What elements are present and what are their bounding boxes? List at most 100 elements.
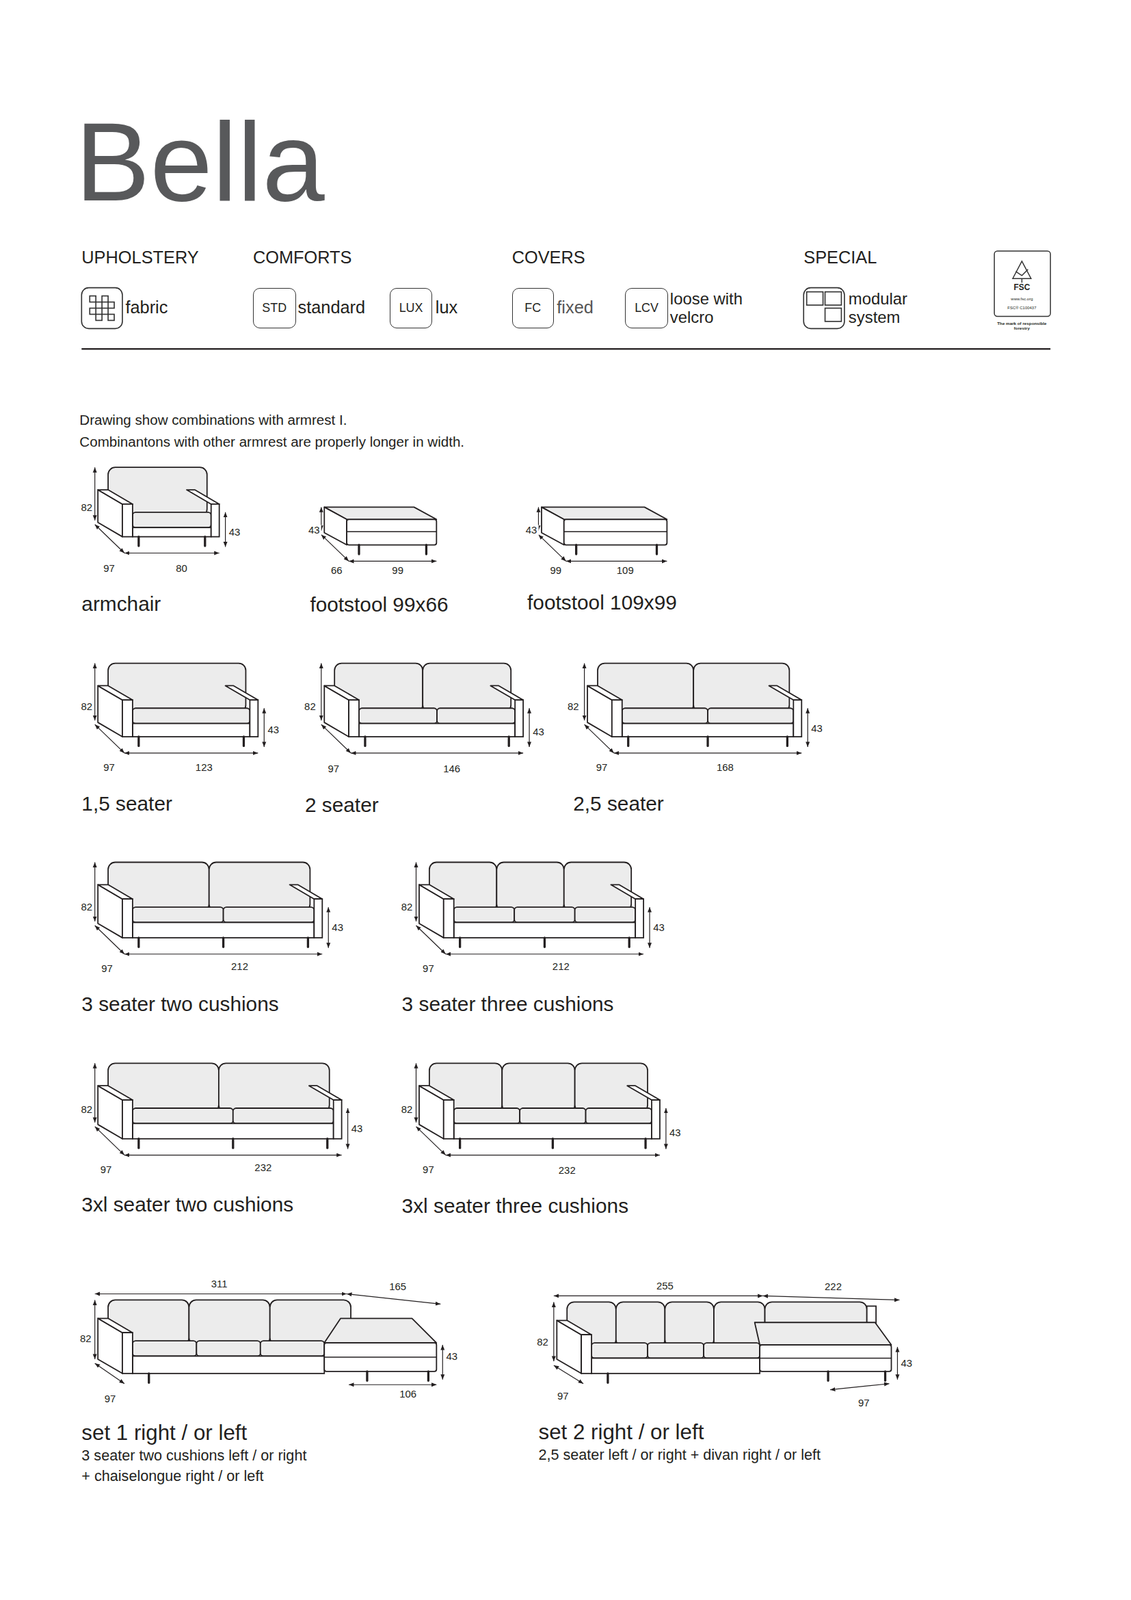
dimension-value: 311 [209,1278,230,1290]
armrest-front [122,699,133,737]
dimension-value: 43 [330,922,345,935]
label-text: COVERS [512,248,586,269]
dimension-value: 43 [809,723,824,736]
dimension-line [415,1062,417,1123]
stool-side [541,506,565,545]
dimension-value: 97 [101,761,117,774]
dimension-value: 232 [557,1165,578,1177]
sofa-base [132,1122,334,1138]
dimension-line [445,1154,660,1155]
divan-top [754,1321,892,1345]
dimension-value: 97 [99,962,115,975]
seat-cushion [454,1107,520,1123]
fabric-icon [81,287,123,329]
leg [551,1138,554,1148]
dimension-value: 123 [194,761,215,774]
dimension-value: 43 [307,524,322,537]
armrest-front [122,1332,133,1374]
leg [627,736,630,746]
label-text: FSC® C100437 [1007,305,1036,311]
label-text: + chaiselongue right / or left [81,1467,264,1485]
label-text: 3 seater three cushions [402,991,615,1015]
label-text: 3 seater two cushions [81,991,279,1015]
leg [222,937,225,947]
dimension-value: 97 [103,1393,118,1406]
label-text: footstool 99x66 [309,592,448,617]
seat-cushion [358,707,437,723]
label-text: lux [435,298,458,318]
armrest-top [419,884,455,899]
dimension-value: 212 [229,960,250,973]
dimension-line [763,1295,900,1300]
dimension-line [553,1295,764,1296]
dimension-line [528,707,530,747]
dimension-line [321,724,351,753]
armrest-top [769,685,803,700]
dimension-value: 43 [265,724,281,736]
sofa-base [454,922,636,938]
leg [575,544,578,554]
armrest-top [556,1319,592,1335]
seat-cushion [132,1107,234,1123]
armrest-front [211,503,220,537]
dimension-line [328,906,329,948]
back-cushion [664,1301,714,1347]
dimension-value: 82 [566,700,581,713]
label-text: loose with velcro [670,289,764,326]
dimension-line [94,861,96,922]
dimension-value: 43 [531,726,546,738]
seat-cushion [703,1342,760,1358]
seat-cushion [591,1342,648,1358]
dimension-value: 66 [329,565,344,578]
sofa-base [132,1355,325,1373]
seam-line [564,530,668,532]
sofa-base [358,723,515,737]
modular-icon [803,287,845,329]
sofa-base [591,1357,760,1373]
label-text: armchair [81,592,161,616]
dimension-value: 97 [856,1397,872,1410]
dimension-line [94,1062,96,1123]
armrest-top [289,884,323,899]
dimension-line [538,534,566,562]
option-badge: STD [253,287,297,329]
dimension-value: 43 [524,524,539,537]
fsc-logo [994,250,1051,316]
leg [826,1371,829,1380]
armrest-top [97,1317,133,1333]
label-text: Combinantons with other armrest are prop… [79,433,465,450]
label-text: SPECIAL [803,248,877,269]
armrest-top [97,1085,133,1100]
dimension-line [348,1384,437,1385]
leg [326,1138,329,1148]
dimension-line [124,752,258,753]
seat-cushion [514,906,575,922]
option-badge: LCV [624,287,669,329]
dimension-value: 97 [101,563,117,576]
dimension-value: 80 [174,563,189,576]
seat-cushion [132,1340,197,1356]
leg [458,1138,461,1148]
dimension-line [415,861,417,922]
dimension-line [897,1346,898,1380]
seat-cushion [575,906,636,922]
seat-cushion [260,1340,325,1356]
label-text: www.fsc.org [1010,296,1033,302]
leg [884,1371,887,1380]
armrest-top [97,489,133,504]
label-text: standard [297,298,366,318]
label-text: The mark of responsible forestry [991,322,1053,331]
dimension-value: 43 [444,1350,459,1363]
label-text: 3 seater two cushions left / or right [81,1446,307,1465]
seat-cushion [223,906,315,922]
badge-text: LUX [399,300,424,316]
label-text: 2 seater [304,793,379,817]
badge-text: FC [524,300,541,316]
dimension-line [94,663,96,721]
leg [137,736,140,746]
armrest-top [587,685,623,700]
armrest-front [443,898,455,938]
seat-cushion [586,1107,652,1123]
back-cushion [188,1299,270,1345]
seat-cushion [132,906,224,922]
